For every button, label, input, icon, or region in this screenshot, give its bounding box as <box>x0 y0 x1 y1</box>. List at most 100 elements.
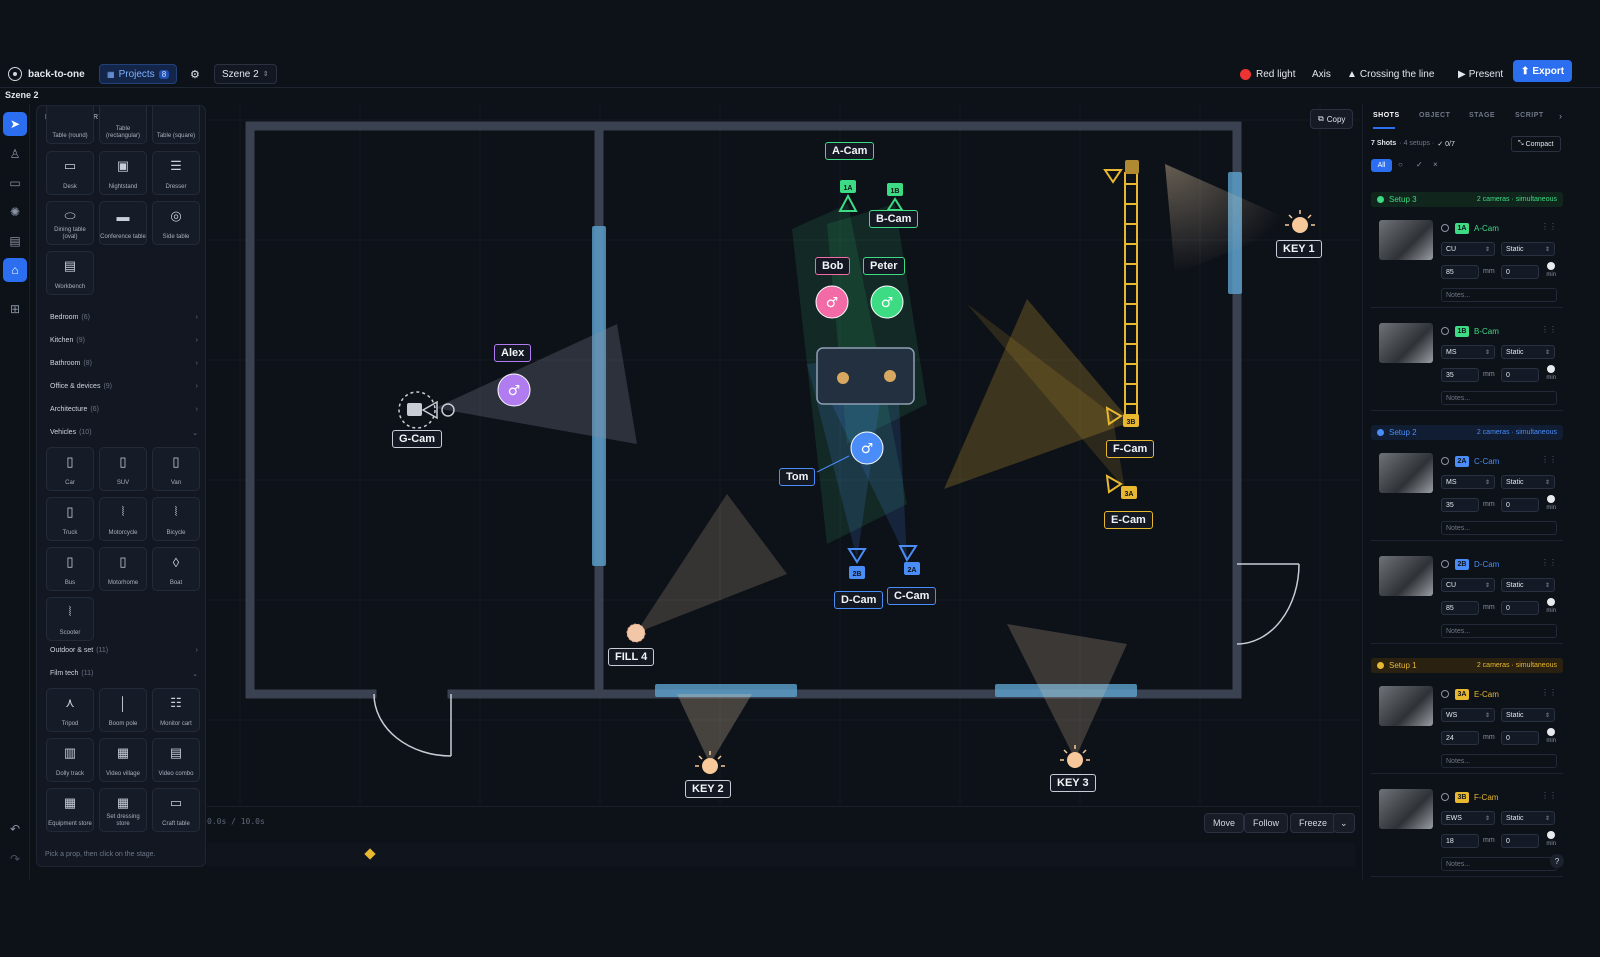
prop-monitor-cart[interactable]: ☷Monitor cart <box>152 688 200 732</box>
key-light-3-icon[interactable] <box>1060 745 1090 768</box>
prop-equipment-store[interactable]: ▦Equipment store <box>46 788 94 832</box>
duration-input[interactable]: 0 <box>1501 834 1539 848</box>
prop-nightstand[interactable]: ▣Nightstand <box>99 151 147 195</box>
dolly-track[interactable] <box>1124 172 1138 422</box>
notes-field[interactable]: Notes... <box>1441 391 1557 405</box>
shot-size-select[interactable]: MS⇕ <box>1441 345 1495 359</box>
prop-video-combo[interactable]: ▤Video combo <box>152 738 200 782</box>
set-tool-icon[interactable]: ▤ <box>9 234 21 248</box>
prop-dolly-track[interactable]: ▥Dolly track <box>46 738 94 782</box>
grid-tool-icon[interactable]: ⊞ <box>9 302 21 316</box>
category-film-tech[interactable]: Film tech(11)⌄ <box>50 670 198 678</box>
camera-a-icon[interactable]: 1A <box>838 180 858 212</box>
duration-input[interactable]: 0 <box>1501 731 1539 745</box>
camera-g-icon[interactable] <box>398 391 455 429</box>
camera-c-icon[interactable]: 2A <box>898 545 920 575</box>
duration-input[interactable]: 0 <box>1501 265 1539 279</box>
prop-set-dressing-store[interactable]: ▦Set dressing store <box>99 788 147 832</box>
category-outdoor-set[interactable]: Outdoor & set(11)› <box>50 647 198 654</box>
toggle-icon[interactable] <box>1547 365 1555 373</box>
drag-handle-icon[interactable]: ⋮⋮ <box>1541 222 1557 231</box>
focal-length-input[interactable]: 85 <box>1441 265 1479 279</box>
label-alex[interactable]: Alex <box>494 344 532 362</box>
label-a-cam[interactable]: A-Cam <box>825 142 875 160</box>
fill-light-4-icon[interactable] <box>626 623 646 643</box>
duration-input[interactable]: 0 <box>1501 498 1539 512</box>
toggle-icon[interactable] <box>1547 831 1555 839</box>
actor-alex[interactable]: ♂ <box>497 373 531 407</box>
camera-d-icon[interactable]: 2B <box>847 548 867 579</box>
prop-craft-table[interactable]: ▭Craft table <box>152 788 200 832</box>
prop-dining-table-oval-[interactable]: ⬭Dining table (oval) <box>46 201 94 245</box>
filter-skip-icon[interactable]: × <box>1433 160 1438 169</box>
category-bedroom[interactable]: Bedroom(6)› <box>50 314 198 321</box>
movement-select[interactable]: Static⇕ <box>1501 811 1555 825</box>
shot-size-select[interactable]: WS⇕ <box>1441 708 1495 722</box>
axis-toggle[interactable]: Axis <box>1312 68 1331 80</box>
notes-field[interactable]: Notes... <box>1441 624 1557 638</box>
prop-partial[interactable]: Table (rectangular) <box>99 106 147 144</box>
prop-dresser[interactable]: ☰Dresser <box>152 151 200 195</box>
drag-handle-icon[interactable]: ⋮⋮ <box>1541 791 1557 800</box>
toggle-icon[interactable] <box>1547 728 1555 736</box>
prop-video-village[interactable]: ▦Video village <box>99 738 147 782</box>
camera-tool-icon[interactable]: ▭ <box>9 176 21 190</box>
prop-bicycle[interactable]: ⦚Bicycle <box>152 497 200 541</box>
scene-select[interactable]: Szene 2 ⇕ <box>214 64 277 84</box>
category-bathroom[interactable]: Bathroom(8)› <box>50 360 198 367</box>
label-key-2[interactable]: KEY 2 <box>685 780 731 798</box>
label-e-cam[interactable]: E-Cam <box>1104 511 1153 529</box>
duration-input[interactable]: 0 <box>1501 601 1539 615</box>
prop-partial[interactable]: Table (round) <box>46 106 94 144</box>
focal-length-input[interactable]: 35 <box>1441 498 1479 512</box>
category-architecture[interactable]: Architecture(6)› <box>50 406 198 413</box>
projects-button[interactable]: ▦ Projects 8 <box>99 64 178 84</box>
undo-icon[interactable]: ↶ <box>9 822 21 836</box>
prop-desk[interactable]: ▭Desk <box>46 151 94 195</box>
movement-select[interactable]: Static⇕ <box>1501 578 1555 592</box>
actor-peter[interactable]: ♂ <box>870 285 904 319</box>
movement-select[interactable]: Static⇕ <box>1501 475 1555 489</box>
label-peter[interactable]: Peter <box>863 257 905 275</box>
prop-scooter[interactable]: ⦚Scooter <box>46 597 94 641</box>
focal-length-input[interactable]: 85 <box>1441 601 1479 615</box>
label-key-1[interactable]: KEY 1 <box>1276 240 1322 258</box>
filter-open-icon[interactable]: ○ <box>1398 160 1403 169</box>
prop-suv[interactable]: ▯SUV <box>99 447 147 491</box>
category-vehicles[interactable]: Vehicles(10)⌄ <box>50 429 198 437</box>
actor-tom[interactable]: ♂ <box>816 431 884 473</box>
follow-button[interactable]: Follow <box>1244 813 1289 833</box>
settings-gear-icon[interactable]: ⚙ <box>190 68 200 81</box>
filter-all[interactable]: All <box>1371 159 1392 172</box>
focal-length-input[interactable]: 24 <box>1441 731 1479 745</box>
redo-icon[interactable]: ↷ <box>9 852 21 866</box>
movement-select[interactable]: Static⇕ <box>1501 708 1555 722</box>
category-office-devices[interactable]: Office & devices(9)› <box>50 383 198 390</box>
shot-status-icon[interactable] <box>1441 327 1449 335</box>
prop-bus[interactable]: ▯Bus <box>46 547 94 591</box>
red-light-toggle[interactable]: Red light <box>1240 64 1295 84</box>
drag-handle-icon[interactable]: ⋮⋮ <box>1541 688 1557 697</box>
present-button[interactable]: ▶ Present <box>1458 64 1503 84</box>
table-prop[interactable] <box>816 347 915 405</box>
prop-truck[interactable]: ▯Truck <box>46 497 94 541</box>
shot-size-select[interactable]: EWS⇕ <box>1441 811 1495 825</box>
tab-script[interactable]: SCRIPT <box>1515 112 1544 119</box>
label-b-cam[interactable]: B-Cam <box>869 210 919 228</box>
freeze-button[interactable]: Freeze <box>1290 813 1337 833</box>
notes-field[interactable]: Notes... <box>1441 857 1557 871</box>
drag-handle-icon[interactable]: ⋮⋮ <box>1541 325 1557 334</box>
tab-stage[interactable]: STAGE <box>1469 112 1496 119</box>
chevron-right-icon[interactable]: › <box>1559 111 1562 121</box>
focal-length-input[interactable]: 18 <box>1441 834 1479 848</box>
export-button[interactable]: ⬆ Export <box>1513 60 1573 82</box>
key-light-1-icon[interactable] <box>1285 210 1315 233</box>
shot-status-icon[interactable] <box>1441 793 1449 801</box>
